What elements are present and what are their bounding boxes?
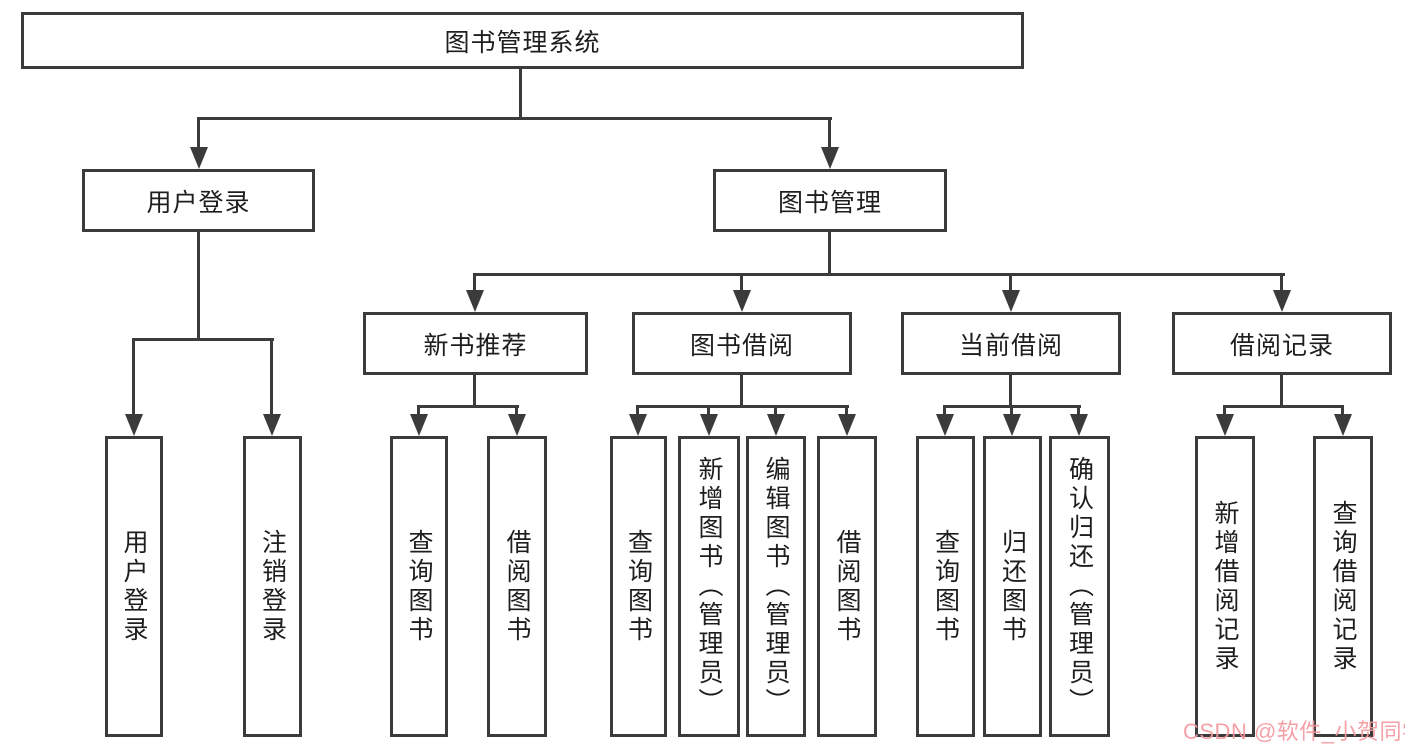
node-label: 当前借阅 [958,331,1063,360]
arrow-down-icon [466,290,484,312]
arrow-down-icon [821,147,839,169]
node-label: 注销登录 [258,528,287,645]
arrow-down-icon [936,414,954,436]
arrow-down-icon [508,414,526,436]
node-current-borrowing: 当前借阅 [901,312,1121,375]
node-label: 新书推荐 [423,331,528,360]
csdn-watermark: CSDN @软件_小贺同学 [1183,719,1405,744]
connector-line [1077,408,1080,416]
leaf-query-books-recommend: 查询图书 [390,436,448,737]
node-label: 图书借阅 [689,331,794,360]
node-label: 归还图书 [998,528,1027,645]
leaf-query-books-borrowing: 查询图书 [610,436,667,737]
connector-line [132,341,135,416]
node-label: 图书管理 [777,188,882,217]
leaf-confirm-return-admin: 确认归还（管理员） [1049,436,1110,737]
connector-line [943,405,1081,408]
connector-line [515,408,518,416]
arrow-down-icon [629,414,647,436]
node-label: 查询图书 [405,528,433,645]
connector-line [740,375,743,405]
arrow-down-icon [1002,290,1020,312]
arrow-down-icon [1273,290,1291,312]
connector-line [417,405,519,408]
connector-line [828,120,831,150]
node-label: 编辑图书（管理员） [762,456,790,717]
arrow-down-icon [263,414,281,436]
node-book-borrowing: 图书借阅 [632,312,852,375]
connector-line [473,276,476,292]
connector-line [417,408,420,416]
connector-line [1341,408,1344,416]
connector-line [473,375,476,405]
connector-line [1280,375,1283,405]
node-root-library-system: 图书管理系统 [21,12,1024,69]
node-new-book-recommend: 新书推荐 [363,312,588,375]
connector-line [1009,276,1012,292]
node-label: 查询图书 [931,528,960,645]
connector-line [1009,375,1012,405]
leaf-edit-book-admin: 编辑图书（管理员） [746,436,806,737]
node-label: 借阅图书 [833,528,861,645]
node-label: 图书管理系统 [444,28,601,57]
node-user-login: 用户登录 [82,169,315,232]
connector-line [132,338,274,341]
connector-line [519,69,522,117]
node-label: 用户登录 [120,528,148,645]
leaf-borrow-books: 借阅图书 [817,436,877,737]
node-borrowing-records: 借阅记录 [1172,312,1392,375]
connector-line [740,276,743,292]
connector-line [1223,408,1226,416]
arrow-down-icon [700,414,718,436]
connector-line [197,117,832,120]
connector-line [197,120,200,150]
arrow-down-icon [1003,414,1021,436]
node-label: 用户登录 [146,188,251,217]
arrow-down-icon [410,414,428,436]
connector-line [774,408,777,416]
node-label: 新增借阅记录 [1211,499,1239,674]
arrow-down-icon [1334,414,1352,436]
leaf-borrow-books-recommend: 借阅图书 [487,436,547,737]
connector-line [1223,405,1344,408]
connector-line [845,408,848,416]
node-label: 新增图书（管理员） [695,456,723,717]
connector-line [636,408,639,416]
connector-line [473,273,1285,276]
node-label: 借阅图书 [503,528,531,645]
connector-line [636,405,849,408]
leaf-query-books-current: 查询图书 [916,436,975,737]
connector-line [707,408,710,416]
leaf-add-borrow-record: 新增借阅记录 [1195,436,1255,737]
arrow-down-icon [1070,414,1088,436]
leaf-return-book: 归还图书 [983,436,1042,737]
node-label: 查询图书 [624,528,653,645]
connector-line [943,408,946,416]
connector-line [197,232,200,338]
connector-line [828,232,831,273]
connector-line [1280,276,1283,292]
connector-line [270,341,273,416]
arrow-down-icon [1216,414,1234,436]
arrow-down-icon [767,414,785,436]
arrow-down-icon [125,414,143,436]
leaf-query-borrow-record: 查询借阅记录 [1313,436,1373,737]
leaf-add-book-admin: 新增图书（管理员） [678,436,740,737]
node-label: 确认归还（管理员） [1065,456,1094,717]
node-label: 查询借阅记录 [1329,499,1357,674]
node-label: 借阅记录 [1229,331,1334,360]
node-book-management: 图书管理 [713,169,947,232]
arrow-down-icon [733,290,751,312]
leaf-logout: 注销登录 [243,436,302,737]
arrow-down-icon [838,414,856,436]
connector-line [1010,408,1013,416]
arrow-down-icon [190,147,208,169]
leaf-user-login: 用户登录 [105,436,163,737]
